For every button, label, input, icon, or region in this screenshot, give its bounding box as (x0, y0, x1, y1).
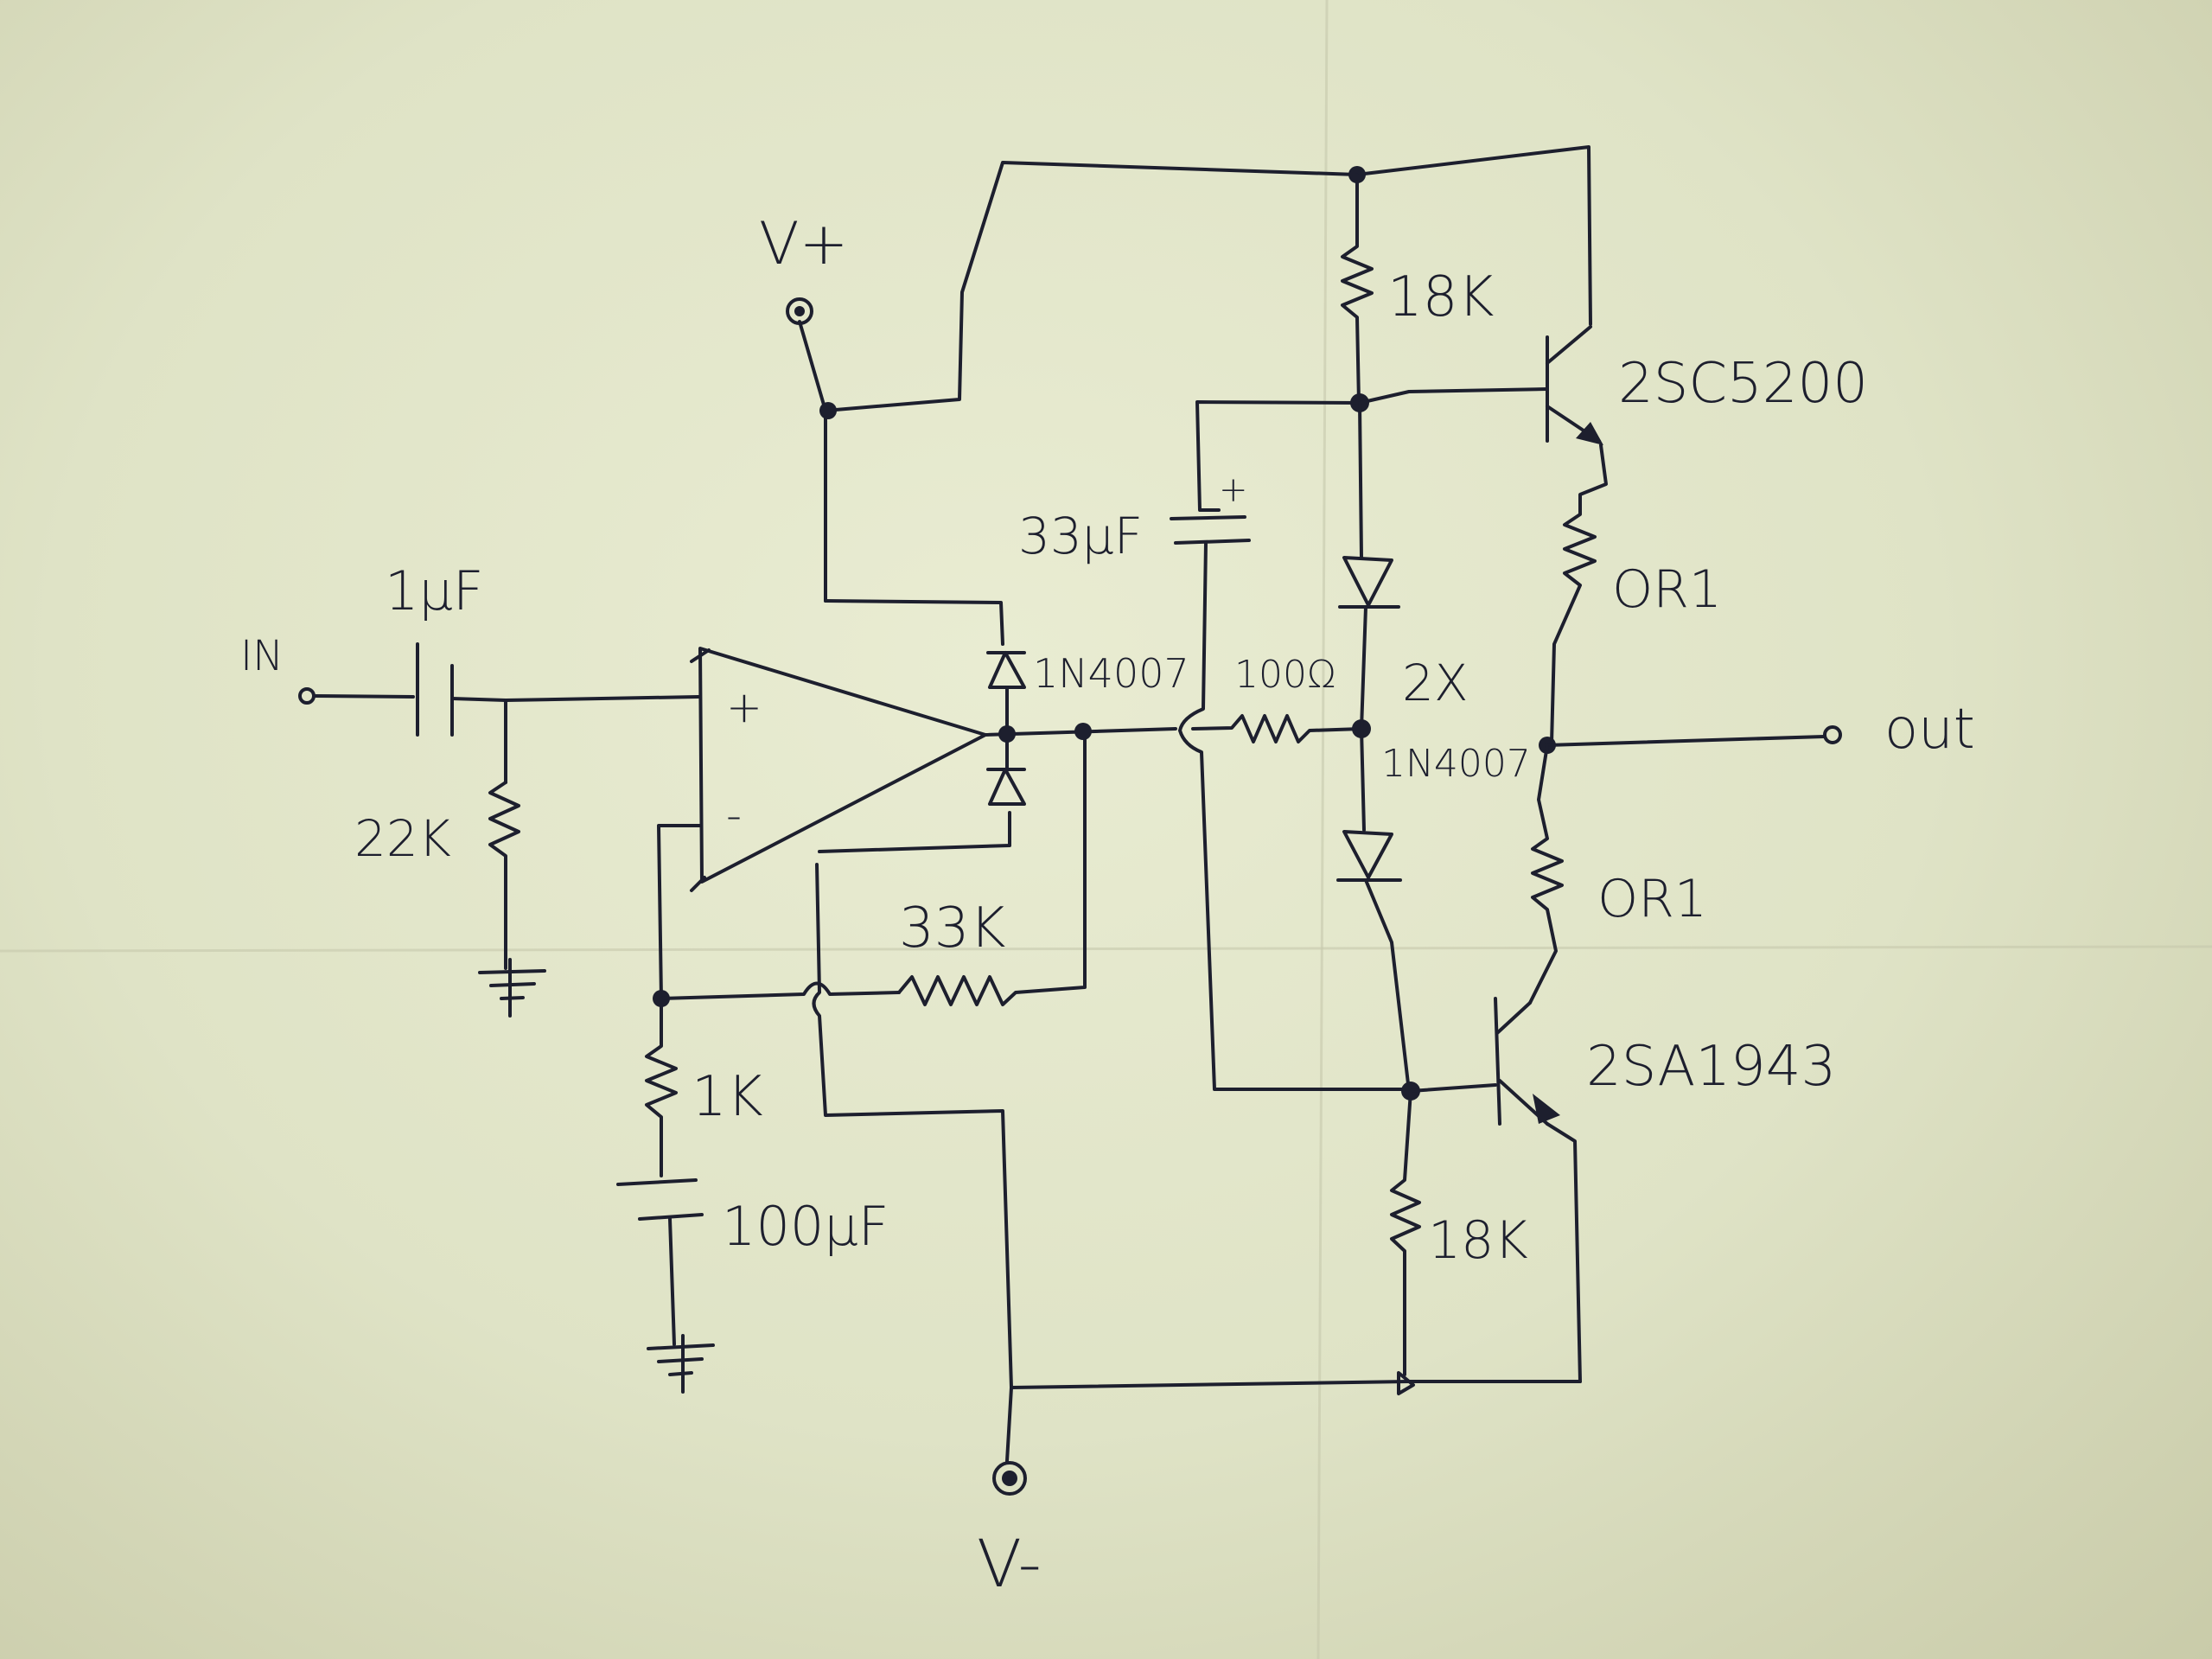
output-label: out (1884, 698, 1975, 762)
vminus-rail-wire (1010, 1380, 1582, 1389)
r18k-top-resistor (1341, 173, 1374, 404)
cap-plus-label: + (1219, 470, 1248, 510)
pnp-collector-wire (1546, 1122, 1582, 1383)
npn-base-wire (1358, 387, 1549, 405)
feedback-wire (660, 981, 901, 1000)
ground-symbol (647, 1334, 715, 1394)
junction-node (819, 402, 837, 419)
r-emitter-top-resistor (1550, 443, 1608, 745)
r-emitter-bottom-resistor (1528, 743, 1564, 1005)
vplus-wire (798, 145, 1592, 603)
clamp-top-wire (824, 599, 1004, 646)
diode-part-label: 1N4007 (1381, 742, 1531, 786)
opamp-minus-label: - (726, 790, 742, 840)
r22k-resistor (488, 781, 520, 970)
ground-capacitor (616, 1178, 704, 1221)
opamp-symbol (698, 647, 987, 884)
junction-node (1397, 1371, 1415, 1395)
r-emitter-bottom-label: OR1 (1597, 869, 1707, 929)
c33-label: 33µF (1018, 507, 1143, 565)
clamp-diode-label: 1N4007 (1033, 650, 1189, 697)
clamp-diode-bottom (986, 733, 1026, 806)
pnp-transistor (1494, 997, 1560, 1126)
bootstrap-cap-wire (1195, 400, 1361, 512)
npn-part-label: 2SC5200 (1618, 352, 1868, 416)
input-capacitor (416, 642, 454, 737)
r18k-bottom-label: 18K (1428, 1210, 1528, 1271)
vplus-terminal (786, 297, 813, 325)
r1k-label: 1K (692, 1065, 763, 1129)
junction-node (998, 725, 1016, 743)
opamp-vminus-wire (812, 863, 1013, 1463)
inv-input-wire (657, 824, 702, 1000)
junction-node (1074, 723, 1092, 740)
diode-chain-wire (1360, 605, 1367, 832)
output-terminal (1823, 725, 1842, 744)
r18k-top-label: 18K (1387, 265, 1494, 329)
paper-fold-line (1316, 0, 1329, 1659)
r22k-label: 22K (354, 809, 451, 868)
input-label: IN (240, 632, 284, 680)
opamp-plus-label: + (726, 682, 762, 732)
cap-ground-wire (668, 1217, 676, 1346)
c100-label: 100µF (722, 1195, 889, 1258)
input-wire (312, 694, 415, 699)
diode-chain-wire (1358, 401, 1363, 559)
clamp-bottom-wire (818, 811, 1011, 853)
vminus-terminal (992, 1461, 1027, 1496)
npn-transistor (1546, 325, 1603, 445)
pnp-part-label: 2SA1943 (1586, 1035, 1836, 1099)
input-cap-label: 1µF (385, 559, 484, 622)
r33k-label: 33K (899, 896, 1005, 960)
bootstrap-capacitor (1170, 515, 1251, 545)
input-terminal (298, 687, 316, 705)
vminus-label: V- (977, 1525, 1042, 1602)
r-emitter-top-label: OR1 (1612, 559, 1722, 620)
ground-symbol (478, 958, 546, 1018)
bias-diode-1 (1338, 556, 1400, 609)
diode-count-label: 2X (1402, 654, 1469, 712)
noninv-input-wire (450, 695, 700, 702)
r100-label: 100Ω (1234, 653, 1336, 697)
vplus-label: V+ (759, 210, 849, 278)
r18k-bottom-resistor (1390, 1089, 1421, 1376)
opamp-frame-stub (690, 648, 711, 892)
clamp-diode-top (986, 651, 1026, 735)
pnp-base-wire (1364, 878, 1411, 1093)
bootstrap-low-wire (1178, 541, 1415, 1091)
r100-resistor (1191, 714, 1363, 743)
r1k-resistor (645, 997, 678, 1177)
r33k-resistor (897, 729, 1087, 1006)
bias-diode-2 (1336, 830, 1402, 882)
output-wire (1546, 735, 1826, 747)
paper-fold-line (0, 945, 2212, 953)
pnp-base-stub (1409, 1083, 1497, 1093)
